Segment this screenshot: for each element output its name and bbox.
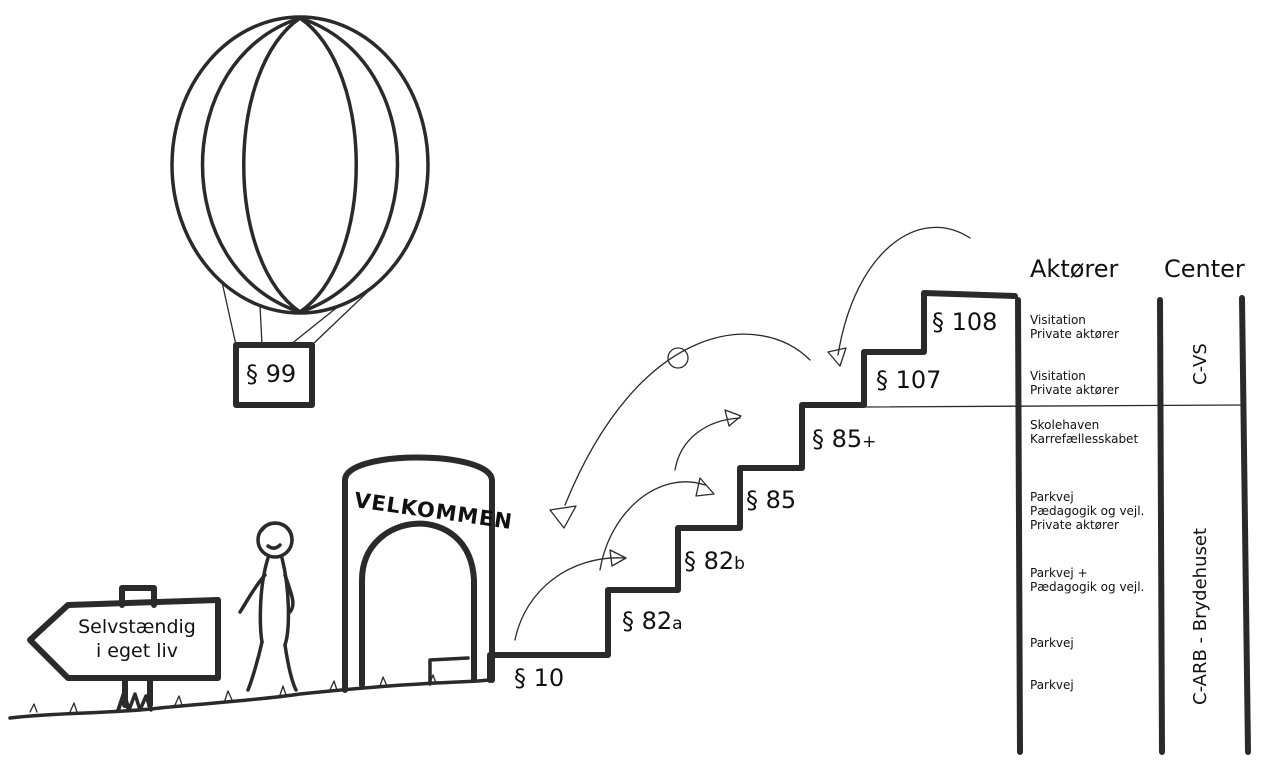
- flow-arrows: [515, 227, 970, 640]
- actor-entry-5: Parkvej +Pædagogik og vejl.: [1030, 566, 1144, 594]
- step-label-6: § 107: [876, 366, 941, 394]
- actors-left-border: [1018, 300, 1020, 752]
- step-label-3: § 82b: [684, 547, 745, 575]
- step-label-4: § 85: [746, 486, 796, 514]
- divider-line: [864, 405, 1244, 407]
- actor-entry-6: Parkvej: [1030, 636, 1074, 650]
- sign-text: Selvstændig i eget liv: [62, 615, 212, 663]
- person-figure: [240, 523, 296, 690]
- sign-line-2: i eget liv: [62, 639, 212, 663]
- sign-line-1: Selvstændig: [62, 615, 212, 639]
- center-right-border: [1242, 298, 1248, 752]
- center-header: Center: [1164, 255, 1245, 283]
- actors-header: Aktører: [1030, 255, 1118, 283]
- balloon-label: § 99: [246, 360, 296, 388]
- hot-air-balloon: [172, 17, 428, 405]
- step-label-1: § 10: [514, 664, 564, 692]
- actor-entry-7: Parkvej: [1030, 678, 1074, 692]
- center-label-lower: C-ARB - Brydehuset: [1190, 528, 1211, 705]
- step-label-5: § 85+: [812, 425, 876, 453]
- step-label-7: § 108: [932, 308, 997, 336]
- actors-right-border: [1160, 300, 1162, 752]
- center-label-upper: C-VS: [1190, 343, 1211, 385]
- step-label-2: § 82a: [622, 607, 683, 635]
